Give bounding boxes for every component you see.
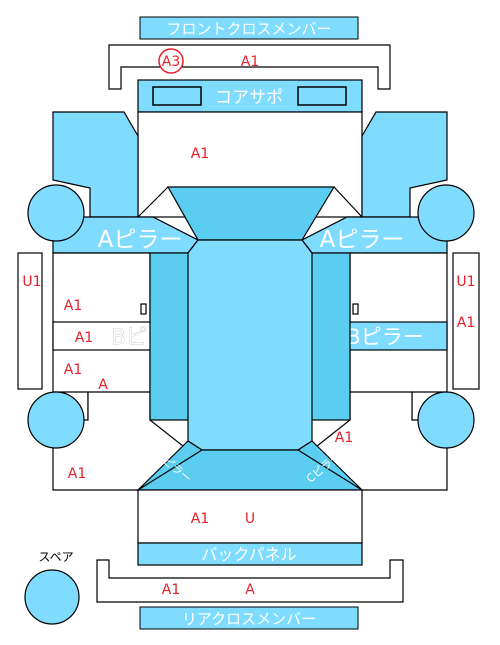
right-b-pillar-label: Bピラー (346, 325, 423, 349)
mark-trunk-u: U (245, 511, 255, 527)
mark-left-front-door: A1 (64, 298, 82, 314)
core-support-right-slot (297, 86, 347, 106)
left-front-door-handle (140, 303, 147, 315)
left-rear-wheel (27, 391, 85, 449)
a3-circle-mark (158, 48, 184, 74)
core-support-label: コアサポ (215, 88, 283, 108)
mark-right-rear-fender: A1 (335, 430, 353, 446)
back-panel (137, 542, 363, 566)
mark-left-rear-door-a: A (98, 377, 108, 393)
right-side-sill (452, 252, 480, 390)
spare-tire (24, 569, 80, 625)
mark-u1-right: U1 (456, 274, 475, 290)
rear-cross-member-bar (139, 606, 359, 630)
back-panel-label: バックパネル (201, 545, 296, 564)
roof-panel (187, 239, 313, 451)
core-support-left-slot (152, 86, 202, 106)
trunk-panel (137, 489, 363, 544)
right-rear-wheel (417, 391, 475, 449)
left-a-pillar-edge (137, 186, 169, 218)
mark-left-rear-fender: A1 (68, 466, 86, 482)
mark-front-member: A1 (241, 54, 259, 70)
right-c-pillar-edge (297, 449, 363, 491)
mark-trunk-a1: A1 (191, 511, 209, 527)
rear-cross-member-label: リアクロスメンバー (182, 610, 316, 628)
front-cross-member-label: フロントクロスメンバー (166, 20, 331, 38)
mark-u1-left: U1 (22, 274, 41, 290)
spare-label: スペア (38, 550, 73, 564)
mark-left-rear-door-a1: A1 (64, 362, 82, 378)
rear-cross-member-bracket (96, 559, 404, 603)
mark-rear-member-a1: A1 (162, 582, 180, 598)
left-front-wheel (27, 184, 85, 242)
left-side-sill (17, 252, 43, 390)
right-a-pillar-edge (333, 186, 363, 218)
windshield (166, 186, 336, 241)
mark-right-sill: A1 (457, 315, 475, 331)
mark-a3: A3 (162, 54, 180, 70)
left-c-pillar-edge (137, 449, 203, 491)
mark-hood: A1 (191, 146, 209, 162)
right-a-pillar-label: Aピラー (320, 227, 405, 253)
core-support-panel (137, 79, 363, 113)
right-front-wheel (417, 184, 475, 242)
mark-left-b-pillar: A1 (75, 330, 93, 346)
front-cross-member-bar (139, 16, 359, 40)
right-front-door-handle (352, 303, 359, 315)
mark-rear-member-a: A (245, 582, 255, 598)
left-a-pillar-label: Aピラー (98, 227, 183, 253)
